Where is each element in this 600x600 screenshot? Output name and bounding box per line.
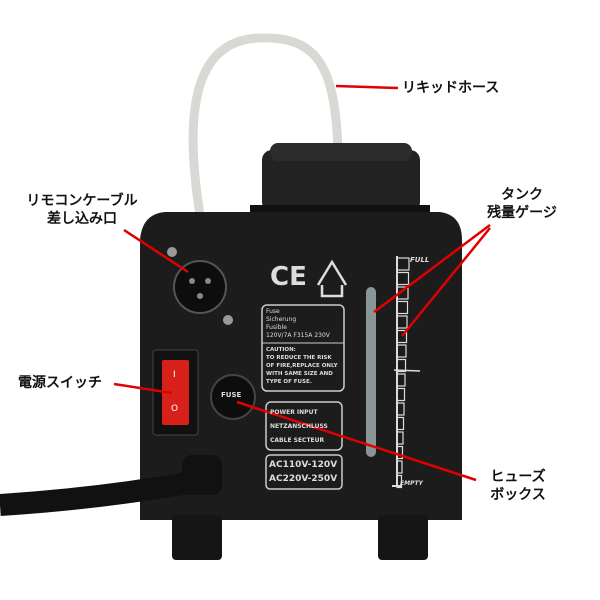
gauge-tick bbox=[396, 402, 405, 416]
gauge-tick bbox=[396, 445, 404, 460]
gauge-tick bbox=[396, 286, 409, 300]
label-line: 残量ゲージ bbox=[487, 205, 557, 221]
gauge-tick bbox=[396, 315, 408, 329]
label-tank-gauge: タンク 残量ゲージ bbox=[482, 186, 562, 222]
gauge-tick bbox=[396, 329, 408, 344]
gauge-empty-label: EMPTY bbox=[400, 480, 423, 487]
liquid-hose bbox=[188, 33, 343, 216]
power-switch[interactable] bbox=[162, 360, 189, 425]
label-liquid-hose: リキッドホース bbox=[402, 80, 500, 96]
fuse-box[interactable] bbox=[210, 374, 256, 420]
label-line: ボックス bbox=[490, 487, 546, 503]
voltage-option: AC110V-120V bbox=[269, 460, 338, 470]
power-input-line: POWER INPUT bbox=[270, 409, 318, 416]
gauge-tick bbox=[396, 431, 404, 445]
gauge-tick bbox=[396, 257, 410, 271]
label-remote-port: リモコンケーブル 差し込み口 bbox=[22, 192, 142, 228]
gauge-tick bbox=[396, 373, 406, 387]
foot-left bbox=[172, 515, 222, 560]
label-line: 差し込み口 bbox=[47, 211, 117, 227]
switch-on-mark: I bbox=[173, 370, 176, 380]
gauge-tick bbox=[396, 460, 403, 474]
gauge-tick bbox=[396, 387, 406, 402]
gauge-tick bbox=[396, 344, 407, 358]
gauge-full-label: FULL bbox=[410, 256, 430, 264]
label-fuse-box: ヒューズ ボックス bbox=[478, 468, 558, 504]
switch-off-mark: O bbox=[171, 404, 179, 414]
foot-right bbox=[378, 515, 428, 560]
power-input-line: NETZANSCHLUSS bbox=[270, 423, 328, 430]
caution-line: TO REDUCE THE RISK bbox=[266, 355, 332, 361]
voltage-option: AC220V-250V bbox=[269, 474, 338, 484]
label-line: リモコンケーブル bbox=[26, 193, 138, 209]
caution-line: OF FIRE,REPLACE ONLY bbox=[266, 363, 338, 369]
gauge-tick bbox=[396, 300, 409, 315]
gauge-tick bbox=[396, 358, 407, 373]
fuse-label-line: Fusible bbox=[266, 324, 287, 331]
label-line: ヒューズ bbox=[490, 469, 546, 485]
gauge-tick bbox=[396, 474, 403, 489]
ce-mark: CE bbox=[270, 262, 307, 292]
remote-port bbox=[173, 260, 227, 314]
label-line: タンク bbox=[501, 187, 543, 203]
fuse-label-line: Sicherung bbox=[266, 316, 297, 323]
tank-cap bbox=[262, 150, 420, 212]
tank-sight-window bbox=[366, 287, 376, 457]
power-input-line: CABLE SECTEUR bbox=[270, 437, 325, 444]
fuse-label-line: 120V/7A F315A 230V bbox=[266, 332, 330, 339]
gauge-tick bbox=[396, 271, 410, 286]
caution-line: WITH SAME SIZE AND bbox=[266, 371, 333, 377]
gauge-tick bbox=[396, 416, 405, 431]
label-power-switch: 電源スイッチ bbox=[18, 375, 102, 391]
fuse-label-line: Fuse bbox=[266, 308, 280, 315]
indoor-use-icon bbox=[316, 259, 348, 298]
caution-line: TYPE OF FUSE. bbox=[266, 379, 312, 385]
caution-line: CAUTION: bbox=[266, 347, 296, 353]
fuse-cap-label: FUSE bbox=[221, 391, 242, 399]
